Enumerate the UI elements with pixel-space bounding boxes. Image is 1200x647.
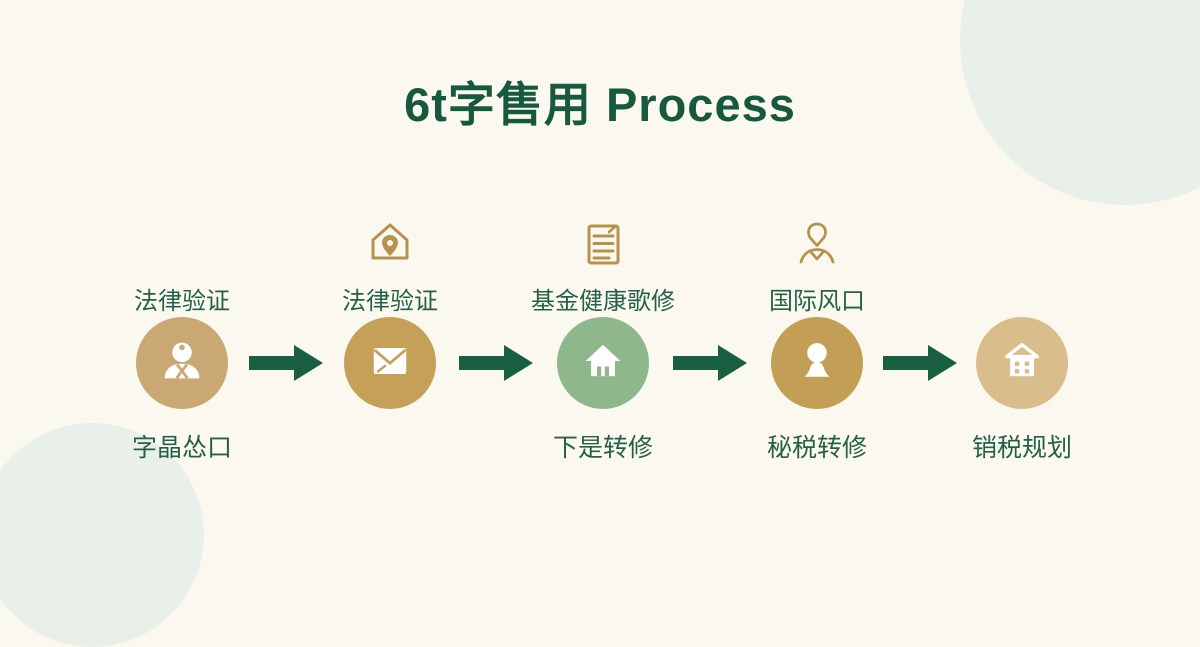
process-step-4: 国际风口 秘税转修 bbox=[742, 0, 892, 600]
process-step-1: 法律验证 字晶怂口 bbox=[107, 0, 257, 600]
process-step-3: 基金健康歌修 下是转修 bbox=[528, 0, 678, 600]
step-circle bbox=[557, 317, 649, 409]
step-top-label: 基金健康歌修 bbox=[531, 288, 675, 315]
step-top-label: 法律验证 bbox=[342, 288, 438, 315]
step-bottom-label: 秘税转修 bbox=[766, 434, 867, 462]
person-tie-icon bbox=[156, 335, 208, 392]
person-icon bbox=[791, 335, 843, 392]
arrow-right-icon bbox=[249, 343, 323, 383]
step-top-label: 国际风口 bbox=[769, 288, 865, 315]
step-top-label: 法律验证 bbox=[134, 288, 230, 315]
step-bottom-label: 下是转修 bbox=[552, 434, 653, 462]
step-circle bbox=[136, 317, 228, 409]
person-outline-icon bbox=[790, 217, 844, 271]
document-icon bbox=[576, 217, 630, 271]
step-circle bbox=[771, 317, 863, 409]
arrow-right-icon bbox=[459, 343, 533, 383]
process-step-5: 销税规划 bbox=[947, 0, 1097, 600]
building-icon bbox=[996, 335, 1048, 392]
arrow-right-icon bbox=[673, 343, 747, 383]
step-circle bbox=[344, 317, 436, 409]
house-icon bbox=[577, 335, 629, 392]
envelope-icon bbox=[364, 335, 416, 392]
house-pin-icon bbox=[363, 217, 417, 271]
step-bottom-label: 字晶怂口 bbox=[131, 434, 232, 462]
step-bottom-label: 销税规划 bbox=[971, 434, 1072, 462]
arrow-right-icon bbox=[883, 343, 957, 383]
page-title: 6t字售用 Process bbox=[404, 78, 796, 131]
step-circle bbox=[976, 317, 1068, 409]
process-step-2: 法律验证 bbox=[315, 0, 465, 600]
